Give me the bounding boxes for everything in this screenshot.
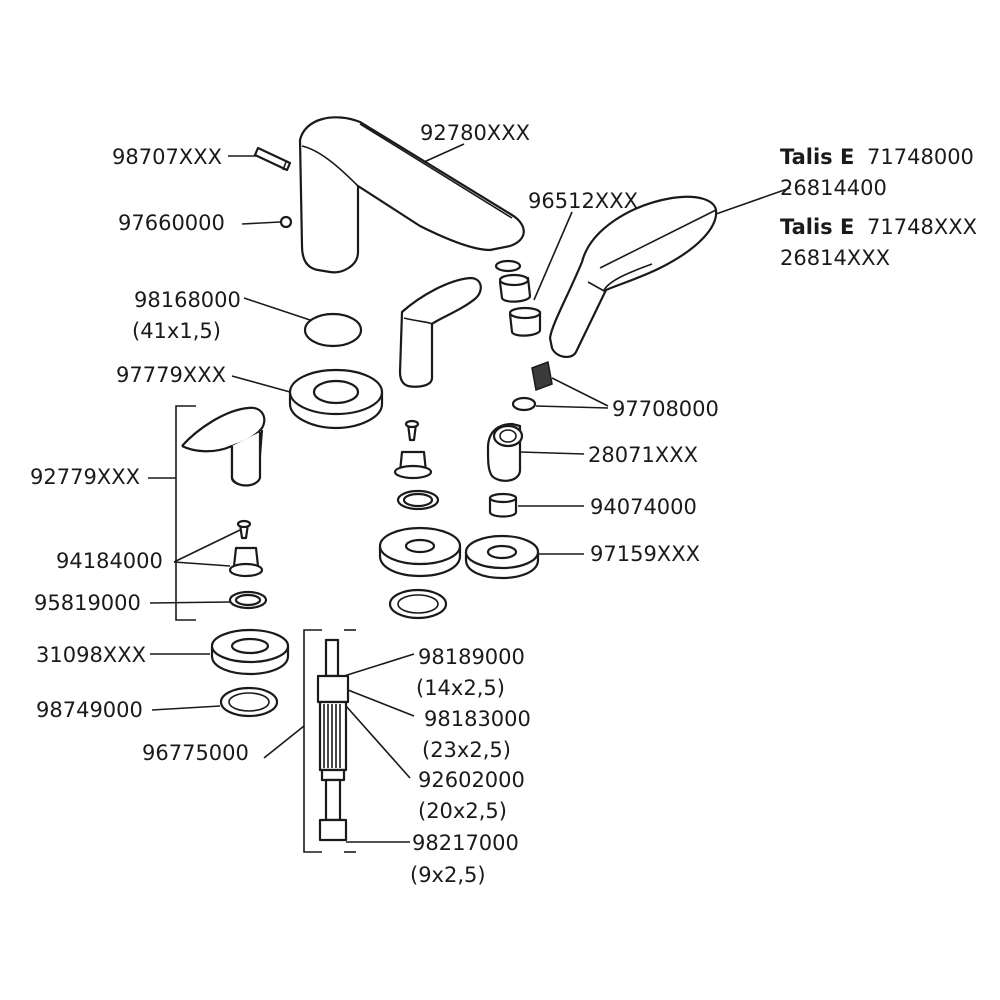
label-98707XXX: 98707XXX — [112, 145, 222, 169]
label-98189000: 98189000 — [418, 645, 525, 669]
part-labels: 98707XXX 92780XXX 97660000 96512XXX 9816… — [30, 121, 719, 887]
label-28071XXX: 28071XXX — [588, 443, 698, 467]
rosette-97159-drawing — [464, 534, 540, 580]
bracket-frames — [175, 405, 356, 853]
product-headings: Talis E 71748000 26814400 Talis E 71748X… — [780, 145, 977, 270]
label-98168000-dim: (41x1,5) — [132, 319, 221, 343]
hose-connector-drawing — [511, 360, 553, 412]
label-92779XXX: 92779XXX — [30, 465, 140, 489]
product-code-3: 71748XXX — [867, 215, 977, 239]
center-handle-drawing — [398, 276, 482, 388]
label-98183000: 98183000 — [424, 707, 531, 731]
left-handle-drawing — [181, 406, 266, 487]
aerator-drawing — [494, 259, 542, 337]
product-code-1: 71748000 — [867, 145, 974, 169]
label-98183000-dim: (23x2,5) — [422, 738, 511, 762]
product-code-2: 26814400 — [780, 176, 887, 200]
label-98189000-dim: (14x2,5) — [416, 676, 505, 700]
label-97159XXX: 97159XXX — [590, 542, 700, 566]
product-code-4: 26814XXX — [780, 246, 890, 270]
product-brand-2: Talis E — [780, 215, 854, 239]
label-96512XXX: 96512XXX — [528, 189, 638, 213]
hand-shower-drawing — [548, 195, 718, 358]
label-98168000: 98168000 — [134, 288, 241, 312]
label-96775000: 96775000 — [142, 741, 249, 765]
middle-column-drawing — [378, 419, 462, 620]
nut-drawing — [279, 215, 293, 229]
diverter-elbow-drawing — [486, 422, 524, 482]
label-94074000: 94074000 — [590, 495, 697, 519]
pin-drawing — [253, 146, 292, 172]
left-column-drawing — [210, 519, 290, 718]
label-31098XXX: 31098XXX — [36, 643, 146, 667]
label-98749000: 98749000 — [36, 698, 143, 722]
rosette-97779-drawing — [288, 368, 384, 430]
spout-body-drawing — [298, 116, 525, 274]
leader-lines — [148, 143, 791, 843]
insert-94074-drawing — [488, 492, 518, 518]
o-ring-drawing — [303, 312, 363, 348]
label-92602000-dim: (20x2,5) — [418, 799, 507, 823]
label-97708000: 97708000 — [612, 397, 719, 421]
label-97660000: 97660000 — [118, 211, 225, 235]
label-97779XXX: 97779XXX — [116, 363, 226, 387]
label-95819000: 95819000 — [34, 591, 141, 615]
label-94184000: 94184000 — [56, 549, 163, 573]
product-brand-1: Talis E — [780, 145, 854, 169]
label-92780XXX: 92780XXX — [420, 121, 530, 145]
label-92602000: 92602000 — [418, 768, 525, 792]
diverter-cartridge-drawing — [316, 638, 350, 842]
label-98217000: 98217000 — [412, 831, 519, 855]
svg-text:Talis E 71748XXX: Talis E 71748XXX — [780, 215, 977, 239]
label-98217000-dim: (9x2,5) — [410, 863, 486, 887]
svg-text:Talis E 71748000: Talis E 71748000 — [780, 145, 974, 169]
